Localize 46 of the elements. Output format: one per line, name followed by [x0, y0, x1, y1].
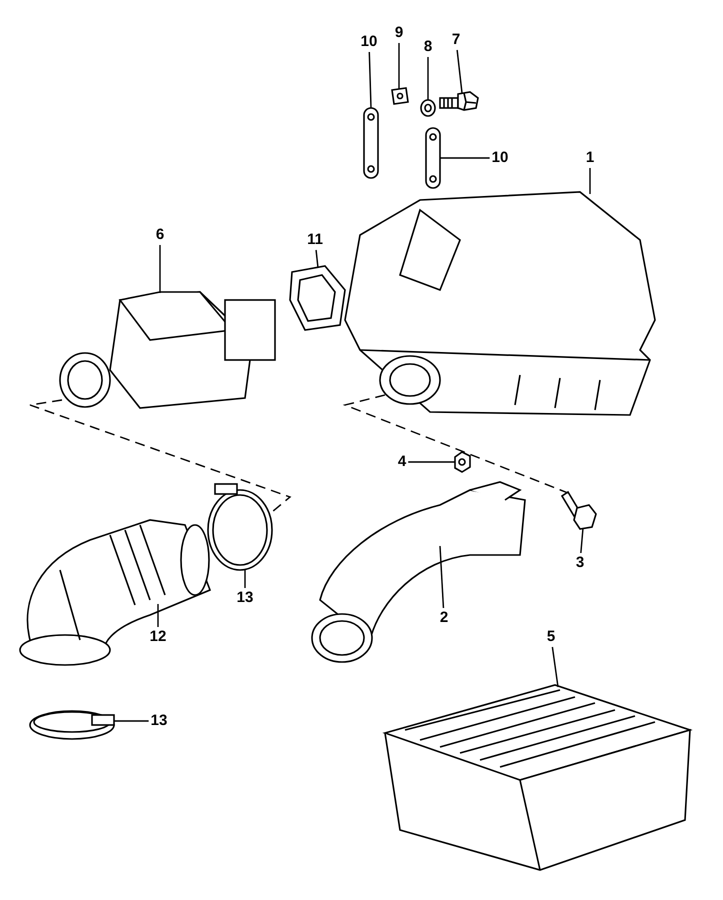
strap-drawing: [363, 107, 379, 179]
callout-number: 11: [307, 232, 323, 248]
callout-number: 6: [156, 227, 164, 243]
leader-line: [439, 546, 444, 608]
hose-clamp-drawing: [207, 483, 273, 571]
leader-line: [408, 461, 455, 463]
callout-number: 5: [546, 629, 556, 645]
assembly-line: [29, 399, 292, 513]
callout-number: 13: [150, 713, 168, 729]
assembly-line: [342, 394, 568, 494]
hose-drawing: [19, 519, 211, 666]
duct-drawing: [311, 481, 526, 663]
bolt-drawing: [439, 91, 479, 111]
leader-line: [368, 52, 372, 108]
callout-number: 3: [576, 555, 584, 571]
leader-line: [159, 245, 161, 293]
nut-drawing: [454, 451, 471, 473]
leader-line: [589, 168, 591, 194]
leader-line: [315, 250, 319, 268]
callout-number: 13: [236, 590, 254, 606]
leader-line: [244, 569, 246, 588]
leader-line: [552, 646, 559, 688]
gasket-drawing: [289, 265, 346, 331]
leader-line: [114, 720, 149, 722]
callout-number: 8: [424, 39, 432, 55]
leader-line: [580, 528, 584, 554]
hose-clamp-drawing: [29, 710, 115, 740]
leader-line: [427, 57, 429, 100]
leader-line: [398, 43, 400, 89]
callout-number: 1: [586, 150, 594, 166]
callout-number: 10: [492, 150, 508, 166]
air-filter-housing-drawing: [344, 191, 656, 416]
callout-number: 12: [150, 629, 166, 645]
callout-number: 10: [360, 34, 378, 50]
strap-drawing: [425, 127, 441, 189]
leader-line: [157, 604, 159, 627]
washer-drawing: [420, 99, 436, 117]
callout-number: 9: [394, 25, 404, 41]
air-flow-meter-drawing: [59, 291, 276, 409]
plate-drawing: [391, 87, 409, 105]
bolt-drawing: [560, 490, 597, 530]
callout-number: 7: [452, 32, 460, 48]
callout-number: 2: [440, 610, 448, 626]
callout-number: 4: [398, 454, 406, 470]
leader-line: [456, 50, 463, 94]
leader-line: [440, 157, 490, 159]
